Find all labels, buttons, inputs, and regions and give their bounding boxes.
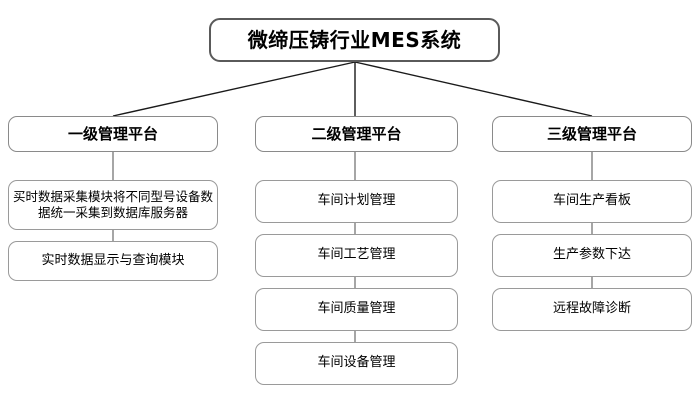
branch-node-3-label: 三级管理平台 <box>546 124 637 143</box>
leaf-node-2-4-label: 车间设备管理 <box>317 355 396 371</box>
leaf-node-3-2-label: 生产参数下达 <box>552 247 631 263</box>
branch-node-1[interactable]: 一级管理平台 <box>8 116 218 152</box>
leaf-node-2-1[interactable]: 车间计划管理 <box>255 180 458 223</box>
leaf-node-1-1[interactable]: 买时数据采集模块将不同型号设备数据统一采集到数据库服务器 <box>8 180 218 230</box>
leaf-node-3-1-label: 车间生产看板 <box>552 193 631 209</box>
leaf-node-3-3[interactable]: 远程故障诊断 <box>492 288 692 331</box>
branch-node-2[interactable]: 二级管理平台 <box>255 116 458 152</box>
leaf-node-1-2-label: 实时数据显示与查询模块 <box>41 252 185 268</box>
branch-node-2-label: 二级管理平台 <box>311 124 402 143</box>
leaf-node-2-3[interactable]: 车间质量管理 <box>255 288 458 331</box>
leaf-node-1-2[interactable]: 实时数据显示与查询模块 <box>8 241 218 281</box>
branch-node-3[interactable]: 三级管理平台 <box>492 116 692 152</box>
leaf-node-2-4[interactable]: 车间设备管理 <box>255 342 458 385</box>
connector-root-to-branch-3 <box>354 61 593 117</box>
leaf-node-3-1[interactable]: 车间生产看板 <box>492 180 692 223</box>
leaf-node-2-3-label: 车间质量管理 <box>317 301 396 317</box>
leaf-node-2-2-label: 车间工艺管理 <box>317 247 396 263</box>
leaf-node-1-1-label: 买时数据采集模块将不同型号设备数据统一采集到数据库服务器 <box>13 188 214 221</box>
root-node[interactable]: 微缔压铸行业MES系统 <box>209 18 500 62</box>
branch-node-1-label: 一级管理平台 <box>67 124 158 143</box>
leaf-node-2-1-label: 车间计划管理 <box>317 193 396 209</box>
root-node-label: 微缔压铸行业MES系统 <box>247 27 462 52</box>
connector-root-to-branch-1 <box>112 61 356 117</box>
leaf-node-2-2[interactable]: 车间工艺管理 <box>255 234 458 277</box>
leaf-node-3-2[interactable]: 生产参数下达 <box>492 234 692 277</box>
leaf-node-3-3-label: 远程故障诊断 <box>552 301 631 317</box>
